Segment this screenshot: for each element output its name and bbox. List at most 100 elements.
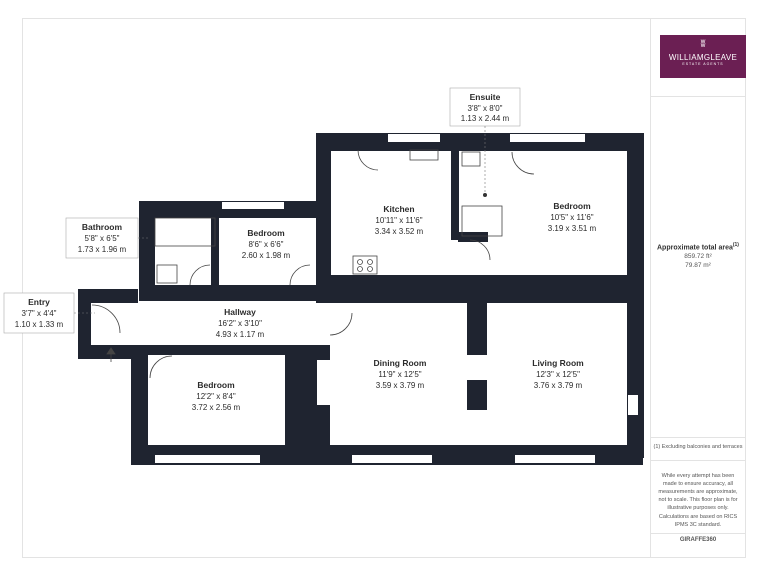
- window: [628, 395, 638, 415]
- room-label-bedroom-2: Bedroom 8'6" x 6'6" 2.60 x 1.98 m: [242, 228, 291, 260]
- room-label-living-room: Living Room 12'3" x 12'5" 3.76 x 3.79 m: [532, 358, 584, 390]
- room-size-imperial: 8'6" x 6'6": [249, 240, 284, 249]
- walls: [78, 133, 644, 465]
- sidebar-divider: [650, 18, 651, 558]
- room-size-metric: 1.10 x 1.33 m: [15, 320, 64, 329]
- bathtub: [154, 217, 216, 247]
- room-size-metric: 2.60 x 1.98 m: [242, 251, 291, 260]
- room-label-kitchen: Kitchen 10'11" x 11'6" 3.34 x 3.52 m: [375, 204, 424, 236]
- area-summary: Approximate total area(1) 859.72 ft² 79.…: [650, 241, 746, 270]
- door-swing: [511, 151, 535, 175]
- wall: [148, 345, 288, 355]
- wall: [331, 275, 627, 303]
- room-name: Ensuite: [470, 92, 501, 102]
- room-size-imperial: 3'8" x 8'0": [468, 104, 503, 113]
- label-box: [449, 87, 521, 127]
- room-size-metric: 1.13 x 2.44 m: [461, 114, 510, 123]
- room-size-imperial: 5'8" x 6'5": [85, 234, 120, 243]
- room-label-dining-room: Dining Room 11'9" x 12'5" 3.59 x 3.79 m: [374, 358, 427, 390]
- room-label-bathroom: Bathroom 5'8" x 6'5" 1.73 x 1.96 m: [65, 217, 139, 259]
- wall: [139, 201, 155, 301]
- door-swing: [189, 264, 211, 286]
- sidebar-rule: [650, 460, 746, 461]
- room-name: Dining Room: [374, 358, 427, 368]
- room-size-imperial: 12'2" x 8'4": [196, 392, 236, 401]
- window: [515, 455, 595, 463]
- room-size-metric: 3.59 x 3.79 m: [376, 381, 425, 390]
- area-sqft: 859.72 ft²: [684, 253, 712, 261]
- window: [352, 455, 432, 463]
- brand-logo: ʬ WILLIAMGLEAVE ESTATE AGENTS: [660, 35, 746, 78]
- door-swing: [357, 149, 379, 171]
- footnote: (1) Excluding balconies and terraces: [653, 444, 743, 450]
- window: [317, 360, 330, 405]
- room-name: Bedroom: [553, 201, 591, 211]
- plan-frame: [22, 18, 746, 558]
- window: [155, 455, 260, 463]
- wall: [467, 300, 487, 355]
- room-size-imperial: 10'5" x 11'6": [550, 213, 593, 222]
- room-size-imperial: 16'2" x 3'10": [218, 319, 262, 328]
- entry-arrow-icon: [106, 347, 116, 362]
- credit: GIRAFFE360: [679, 537, 717, 543]
- room-size-metric: 1.73 x 1.96 m: [78, 245, 127, 254]
- room-size-imperial: 11'9" x 12'5": [378, 370, 421, 379]
- brand-name: WILLIAMGLEAVE: [668, 53, 738, 62]
- wall: [467, 380, 487, 410]
- room-size-imperial: 3'7" x 4'4": [22, 309, 57, 318]
- door-swing: [91, 304, 121, 334]
- area-title-note: (1): [732, 242, 739, 248]
- door-swing: [289, 264, 311, 286]
- wall: [316, 133, 331, 303]
- brand-monogram: ʬ: [700, 39, 706, 50]
- room-size-metric: 3.19 x 3.51 m: [548, 224, 597, 233]
- room-name: Bathroom: [82, 222, 123, 232]
- wall: [458, 232, 488, 242]
- room-size-metric: 3.72 x 2.56 m: [192, 403, 241, 412]
- door-swing: [469, 239, 491, 261]
- room-labels: Ensuite 3'8" x 8'0" 1.13 x 2.44 m Kitche…: [3, 87, 597, 412]
- door-swing: [329, 312, 353, 336]
- room-name: Kitchen: [383, 204, 414, 214]
- room-size-metric: 3.34 x 3.52 m: [375, 227, 424, 236]
- label-box: [65, 217, 139, 259]
- windows: [155, 134, 638, 463]
- ensuite-basin: [461, 151, 481, 167]
- hob-ring: [367, 266, 373, 272]
- sidebar-rule: [650, 437, 746, 438]
- room-size-metric: 4.93 x 1.17 m: [216, 330, 265, 339]
- room-size-imperial: 12'3" x 12'5": [536, 370, 580, 379]
- fixtures: [91, 149, 535, 379]
- hob-ring: [367, 259, 373, 265]
- area-sqm: 79.87 m²: [685, 262, 711, 270]
- door-swing: [149, 355, 173, 379]
- disclaimer: While every attempt has been made to ens…: [658, 473, 738, 511]
- wall: [451, 150, 459, 240]
- wall: [211, 218, 219, 288]
- wall: [131, 345, 148, 465]
- room-name: Living Room: [532, 358, 584, 368]
- hob: [352, 255, 378, 275]
- wall: [155, 285, 331, 301]
- window: [510, 134, 585, 142]
- sidebar-rule: [650, 96, 746, 97]
- room-name: Bedroom: [197, 380, 235, 390]
- window: [222, 202, 284, 209]
- hob-ring: [357, 266, 363, 272]
- wall: [78, 289, 138, 303]
- sidebar-rule: [650, 533, 746, 534]
- wall: [78, 289, 91, 359]
- room-label-bedroom-1: Bedroom 10'5" x 11'6" 3.19 x 3.51 m: [548, 201, 597, 233]
- room-label-bedroom-3: Bedroom 12'2" x 8'4" 3.72 x 2.56 m: [192, 380, 241, 412]
- label-box: [3, 292, 75, 334]
- kitchen-sink: [409, 149, 439, 161]
- hob-ring: [357, 259, 363, 265]
- brand-tagline: ESTATE AGENTS: [682, 62, 724, 66]
- ensuite-marker: [483, 193, 487, 197]
- room-name: Bedroom: [247, 228, 285, 238]
- wall: [627, 133, 644, 458]
- room-name: Hallway: [224, 307, 256, 317]
- shower-tray: [461, 205, 503, 237]
- room-size-metric: 3.76 x 3.79 m: [534, 381, 583, 390]
